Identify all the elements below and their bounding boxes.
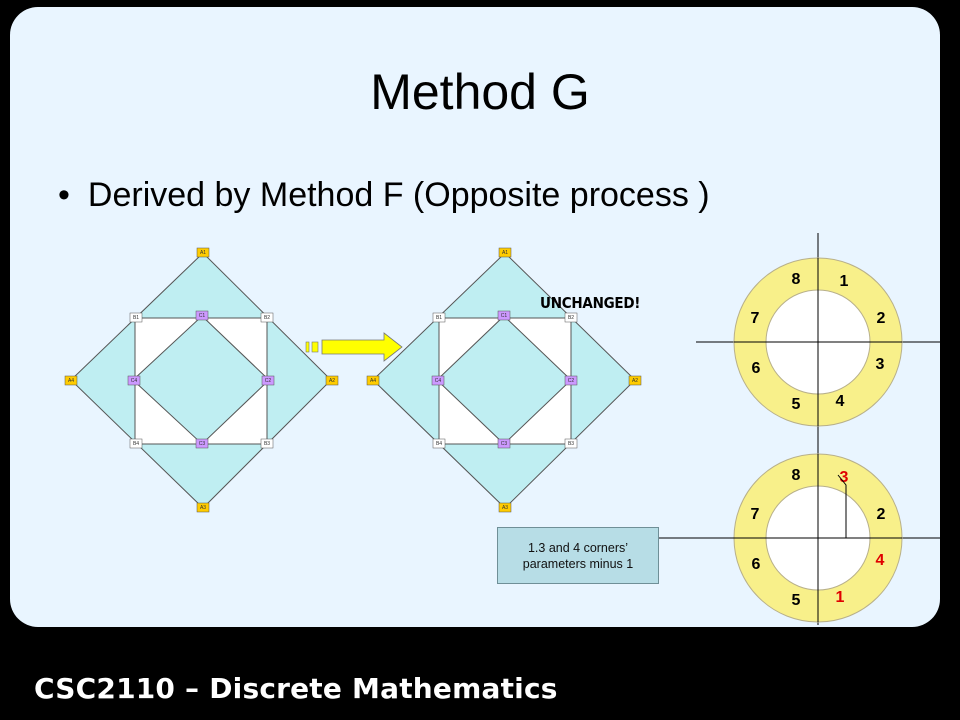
note-callout: 1.3 and 4 corners’ parameters minus 1 <box>497 527 659 584</box>
node-b1-label: B1 <box>436 315 442 321</box>
node-c3 <box>497 438 511 449</box>
ring-bottom-number-4: 1 <box>836 589 845 606</box>
slide-title: Method G <box>370 64 590 120</box>
ring-top-number-1: 1 <box>840 273 849 290</box>
node-c4-label: C4 <box>131 378 138 384</box>
node-c1 <box>195 310 209 321</box>
node-a4 <box>64 375 78 386</box>
node-a2 <box>325 375 339 386</box>
course-footer: CSC2110 – Discrete Mathematics <box>34 672 558 705</box>
node-b2-label: B2 <box>264 315 270 321</box>
node-c3-label: C3 <box>501 441 508 447</box>
transform-arrow <box>305 332 403 362</box>
bullet-item: • Derived by Method F (Opposite process … <box>58 176 710 215</box>
arrow-tick <box>305 341 310 353</box>
node-b2 <box>564 312 578 323</box>
node-a3 <box>498 502 512 513</box>
node-b1-label: B1 <box>133 315 139 321</box>
node-b2-label: B2 <box>568 315 574 321</box>
node-a3-label: A3 <box>200 505 206 511</box>
node-c2 <box>564 375 578 386</box>
node-a2-label: A2 <box>329 378 335 384</box>
node-a2 <box>628 375 642 386</box>
arrow-right-icon <box>321 332 403 362</box>
node-b3 <box>564 438 578 449</box>
node-c4-label: C4 <box>435 378 442 384</box>
node-c2-label: C2 <box>568 378 575 384</box>
node-b4 <box>129 438 143 449</box>
node-b4-label: B4 <box>436 441 442 447</box>
node-b2 <box>260 312 274 323</box>
node-b4 <box>432 438 446 449</box>
ring-bottom-number-6: 6 <box>752 556 761 573</box>
node-c1-label: C1 <box>199 313 206 319</box>
ring-bottom-number-2: 2 <box>877 506 886 523</box>
ring-bottom-number-3: 4 <box>876 552 885 569</box>
node-b3-label: B3 <box>264 441 270 447</box>
node-a1-label: A1 <box>200 250 206 256</box>
node-a1 <box>196 247 210 258</box>
ring-bottom-number-1: 3 <box>840 469 849 486</box>
node-b4-label: B4 <box>133 441 139 447</box>
node-c2-label: C2 <box>265 378 272 384</box>
ring-top-number-6: 6 <box>752 360 761 377</box>
node-a4-label: A4 <box>68 378 74 384</box>
node-a2-label: A2 <box>632 378 638 384</box>
node-b1 <box>129 312 143 323</box>
note-text: 1.3 and 4 corners’ parameters minus 1 <box>522 540 634 571</box>
node-c4 <box>127 375 141 386</box>
node-b3-label: B3 <box>568 441 574 447</box>
right-graph: A1 A2 A3 A4 B1 B2 B3 B4 C1 C2 C3 C4 <box>366 247 642 513</box>
node-c2 <box>261 375 275 386</box>
node-a4-label: A4 <box>370 378 376 384</box>
ring-top-number-3: 3 <box>876 356 885 373</box>
node-b3 <box>260 438 274 449</box>
ring-top-number-7: 7 <box>751 310 760 327</box>
node-c1-label: C1 <box>501 313 508 319</box>
node-a1 <box>498 247 512 258</box>
node-a3-label: A3 <box>502 505 508 511</box>
node-a4 <box>366 375 380 386</box>
ring-top-number-2: 2 <box>877 310 886 327</box>
node-b1 <box>432 312 446 323</box>
node-c1 <box>497 310 511 321</box>
left-graph: A1 A2 A3 A4 B1 B2 B3 B4 C1 C2 C3 C4 <box>64 247 339 513</box>
node-a1-label: A1 <box>502 250 508 256</box>
ring-bottom-number-7: 7 <box>751 506 760 523</box>
ring-top-number-5: 5 <box>792 396 801 413</box>
ring-top: 8 1 2 3 4 5 6 7 <box>733 257 903 427</box>
ring-bottom-number-0: 8 <box>792 467 801 484</box>
ring-top-number-0: 8 <box>792 271 801 288</box>
unchanged-annotation: UNCHANGED! <box>540 294 641 312</box>
arrow-tick <box>311 341 319 353</box>
node-a3 <box>196 502 210 513</box>
node-c4 <box>431 375 445 386</box>
bullet-dot-icon: • <box>58 176 70 214</box>
bullet-text: Derived by Method F (Opposite process ) <box>87 176 710 214</box>
node-c3 <box>195 438 209 449</box>
ring-top-number-4: 4 <box>836 393 845 410</box>
callout-line <box>659 474 847 539</box>
ring-bottom-number-5: 5 <box>792 592 801 609</box>
node-c3-label: C3 <box>199 441 206 447</box>
